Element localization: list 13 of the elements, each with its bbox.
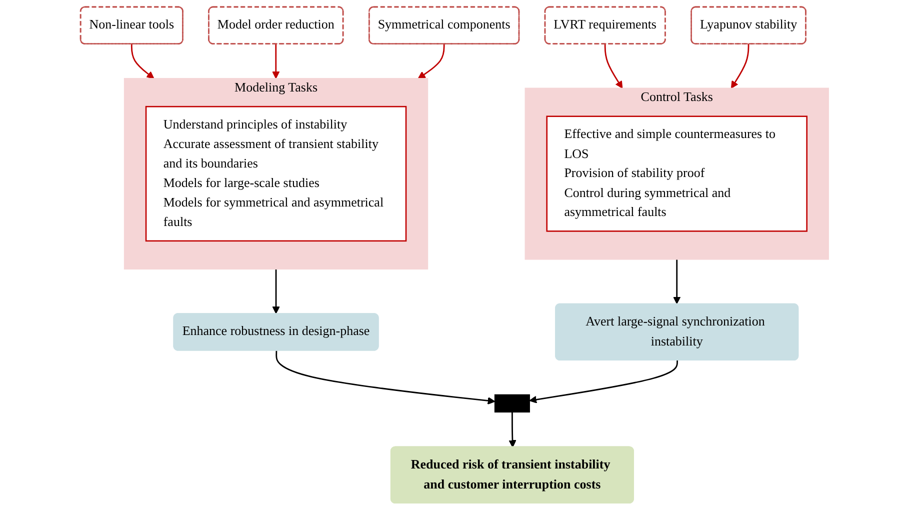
node-box: Effective and simple countermeasures to LOS Provision of stability proof Control during symmetrical and asymmetrical faults bbox=[546, 116, 808, 232]
arrow bbox=[730, 44, 750, 89]
arrow bbox=[418, 44, 445, 79]
node-box: Understand principles of instability Accurate assessment of transient stability and its boundaries Models for large-scale studies Models for symmetrical and asymmetrical faults bbox=[145, 106, 407, 242]
arrow bbox=[673, 259, 681, 304]
arrow bbox=[272, 44, 280, 79]
arrow bbox=[272, 269, 280, 314]
arrow bbox=[130, 44, 154, 79]
node-bar bbox=[494, 394, 530, 412]
arrow bbox=[508, 412, 516, 448]
arrow bbox=[529, 360, 678, 404]
arrow bbox=[276, 350, 496, 405]
arrow bbox=[604, 44, 623, 89]
